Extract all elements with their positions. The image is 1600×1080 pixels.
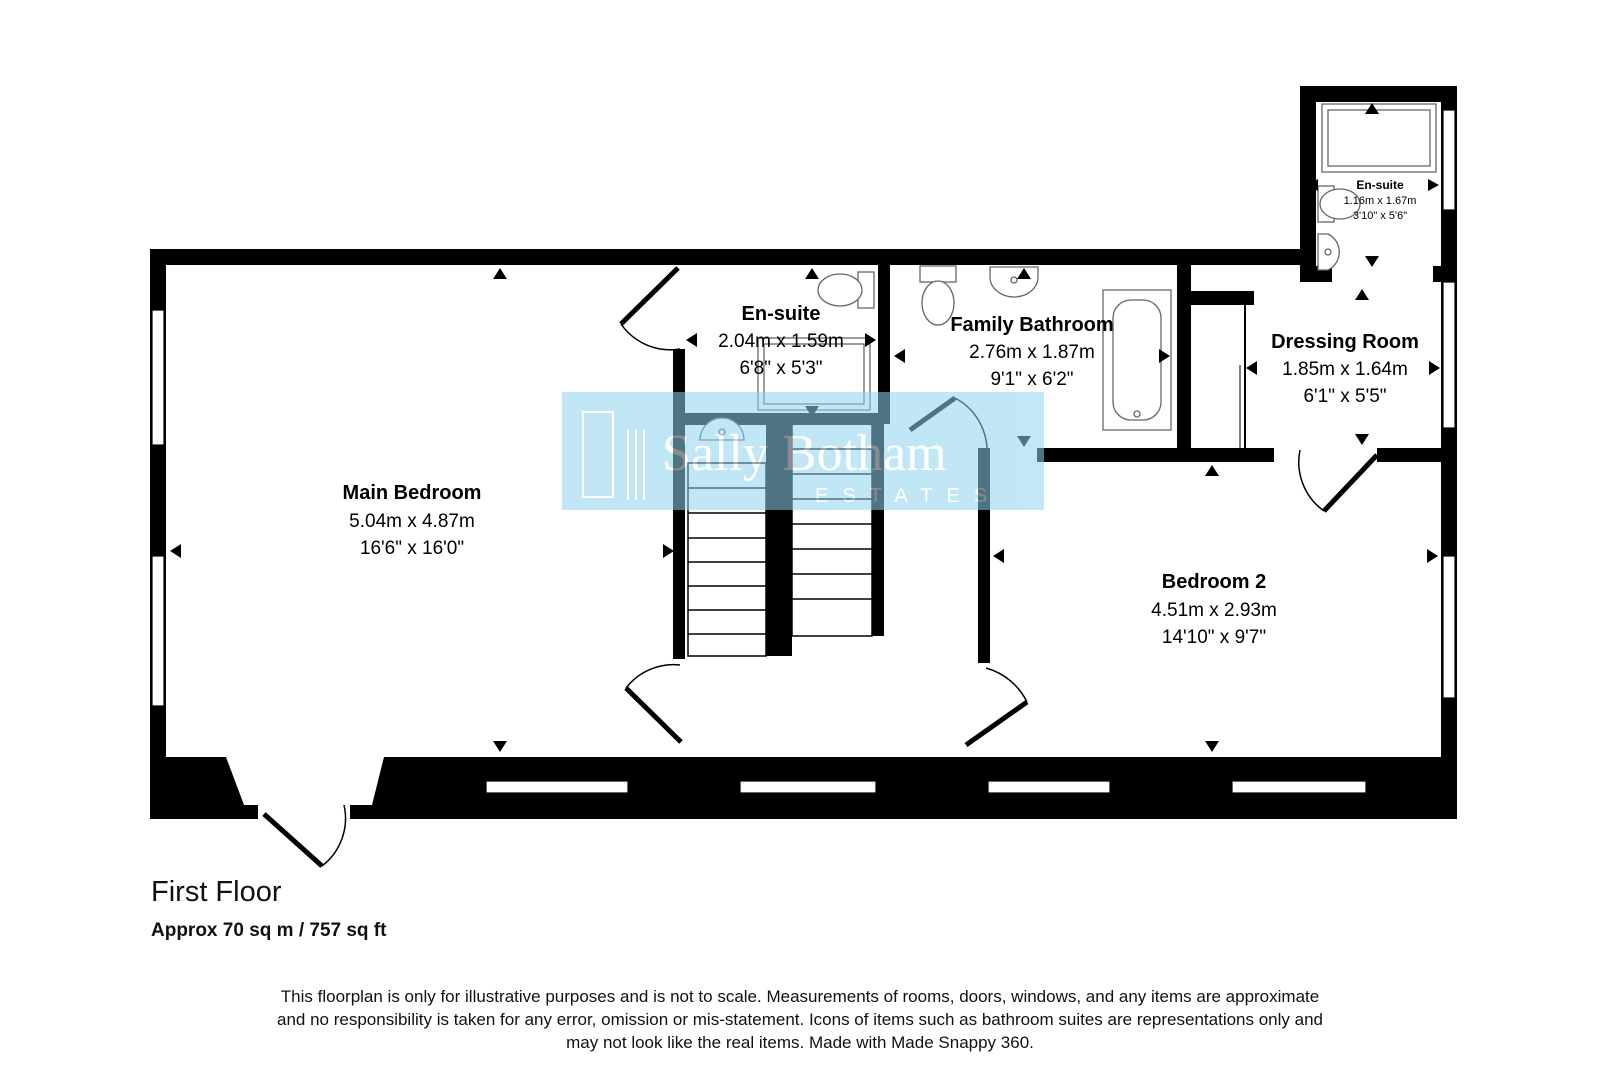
disclaimer-line: and no responsibility is taken for any e… bbox=[277, 1010, 1323, 1029]
disclaimer-line: This floorplan is only for illustrative … bbox=[280, 987, 1320, 1006]
room-metric: 2.04m x 1.59m bbox=[718, 331, 844, 352]
room-metric: 2.76m x 1.87m bbox=[969, 342, 1095, 363]
room-metric: 1.16m x 1.67m bbox=[1344, 195, 1417, 207]
room-name: Main Bedroom bbox=[343, 482, 482, 504]
shower-icon bbox=[1321, 103, 1437, 173]
entrance-door bbox=[226, 757, 384, 868]
room-imperial: 9'1" x 6'2" bbox=[990, 369, 1073, 390]
room-label-ensuite-2: En-suite 1.16m x 1.67m 3'10" x 5'6" bbox=[1344, 178, 1417, 222]
room-metric: 5.04m x 4.87m bbox=[349, 511, 475, 532]
room-name: En-suite bbox=[1356, 178, 1404, 192]
basin-icon bbox=[989, 266, 1039, 298]
toilet-icon bbox=[817, 271, 875, 309]
watermark-subtitle: ESTATES bbox=[815, 485, 1001, 507]
disclaimer: This floorplan is only for illustrative … bbox=[180, 985, 1420, 1054]
windows bbox=[151, 109, 1456, 794]
disclaimer-line: may not look like the real items. Made w… bbox=[566, 1033, 1034, 1052]
toilet-icon bbox=[1317, 185, 1361, 223]
room-imperial: 14'10" x 9'7" bbox=[1162, 627, 1266, 648]
room-name: En-suite bbox=[742, 303, 821, 325]
watermark: Sally Botham ESTATES bbox=[562, 392, 1044, 510]
room-label-main-bedroom: Main Bedroom 5.04m x 4.87m 16'6" x 16'0" bbox=[343, 482, 482, 559]
room-metric: 4.51m x 2.93m bbox=[1151, 600, 1277, 621]
room-name: Dressing Room bbox=[1271, 331, 1419, 353]
room-imperial: 6'8" x 5'3" bbox=[739, 358, 822, 379]
floor-area: Approx 70 sq m / 757 sq ft bbox=[151, 920, 387, 941]
room-label-ensuite-1: En-suite 2.04m x 1.59m 6'8" x 5'3" bbox=[718, 303, 844, 379]
room-imperial: 16'6" x 16'0" bbox=[360, 538, 464, 559]
floor-title: First Floor bbox=[151, 876, 282, 908]
walls bbox=[150, 86, 1457, 819]
room-imperial: 3'10" x 5'6" bbox=[1353, 210, 1407, 222]
tree-logo-icon bbox=[582, 411, 645, 500]
basin-icon bbox=[1317, 233, 1340, 271]
room-name: Bedroom 2 bbox=[1162, 571, 1266, 593]
watermark-name: Sally Botham bbox=[662, 425, 947, 482]
room-label-family-bathroom: Family Bathroom 2.76m x 1.87m 9'1" x 6'2… bbox=[950, 314, 1113, 390]
toilet-icon bbox=[919, 265, 957, 326]
room-label-dressing-room: Dressing Room 1.85m x 1.64m 6'1" x 5'5" bbox=[1271, 331, 1419, 407]
room-label-bedroom-2: Bedroom 2 4.51m x 2.93m 14'10" x 9'7" bbox=[1151, 571, 1277, 648]
room-name: Family Bathroom bbox=[950, 314, 1113, 336]
room-imperial: 6'1" x 5'5" bbox=[1303, 386, 1386, 407]
room-metric: 1.85m x 1.64m bbox=[1282, 359, 1408, 380]
